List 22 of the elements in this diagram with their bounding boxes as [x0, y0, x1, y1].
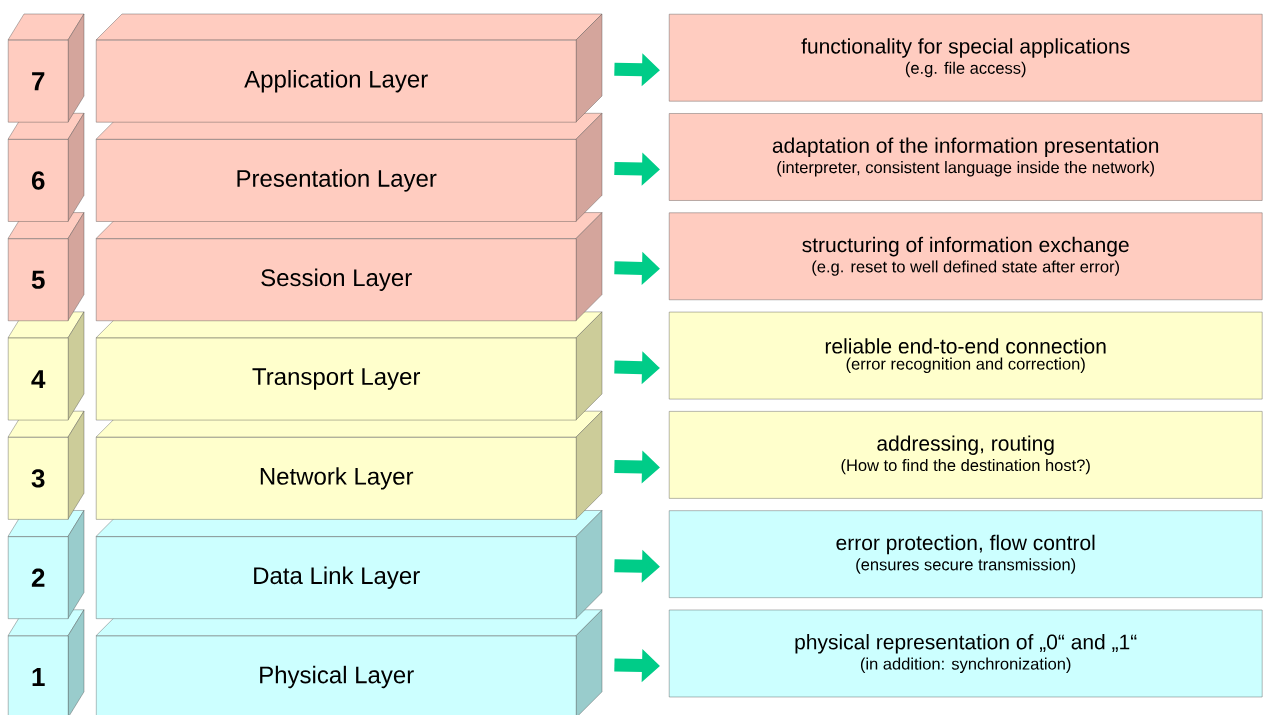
- description-box: adaptation of the information presentation (interpreter, consistent language inside the network): [669, 113, 1263, 201]
- description-box: structuring of information exchange (e.g. reset to well defined state after error): [669, 212, 1263, 300]
- layer-block: Transport Layer: [95, 311, 603, 421]
- layer-block: Network Layer: [95, 411, 603, 520]
- description-box: error protection, flow control (ensures secure transmission): [669, 510, 1263, 598]
- node-label: 1: [32, 668, 45, 686]
- layer-block: Presentation Layer: [95, 113, 603, 222]
- number-block: 4: [7, 311, 85, 421]
- number-block: 5: [7, 212, 85, 321]
- description-box: reliable end-to-end connection (error recognition and correction): [669, 311, 1263, 400]
- number-block: 2: [7, 510, 85, 619]
- layer-block: Session Layer: [95, 212, 603, 321]
- number-block: 1: [7, 609, 85, 715]
- number-block: 6: [7, 113, 85, 222]
- number-block: 7: [7, 13, 85, 123]
- layer-block: Application Layer: [95, 13, 603, 123]
- description-box: addressing, routing (How to find the destination host?): [669, 411, 1263, 499]
- description-box: physical representation of „0“ and „1“ (in addition: synchronization): [669, 609, 1263, 698]
- description-box: functionality for special applications (e.g. file access): [669, 14, 1263, 102]
- layer-block: Physical Layer: [95, 609, 603, 715]
- number-block: 3: [7, 411, 85, 520]
- layer-block: Data Link Layer: [95, 510, 603, 619]
